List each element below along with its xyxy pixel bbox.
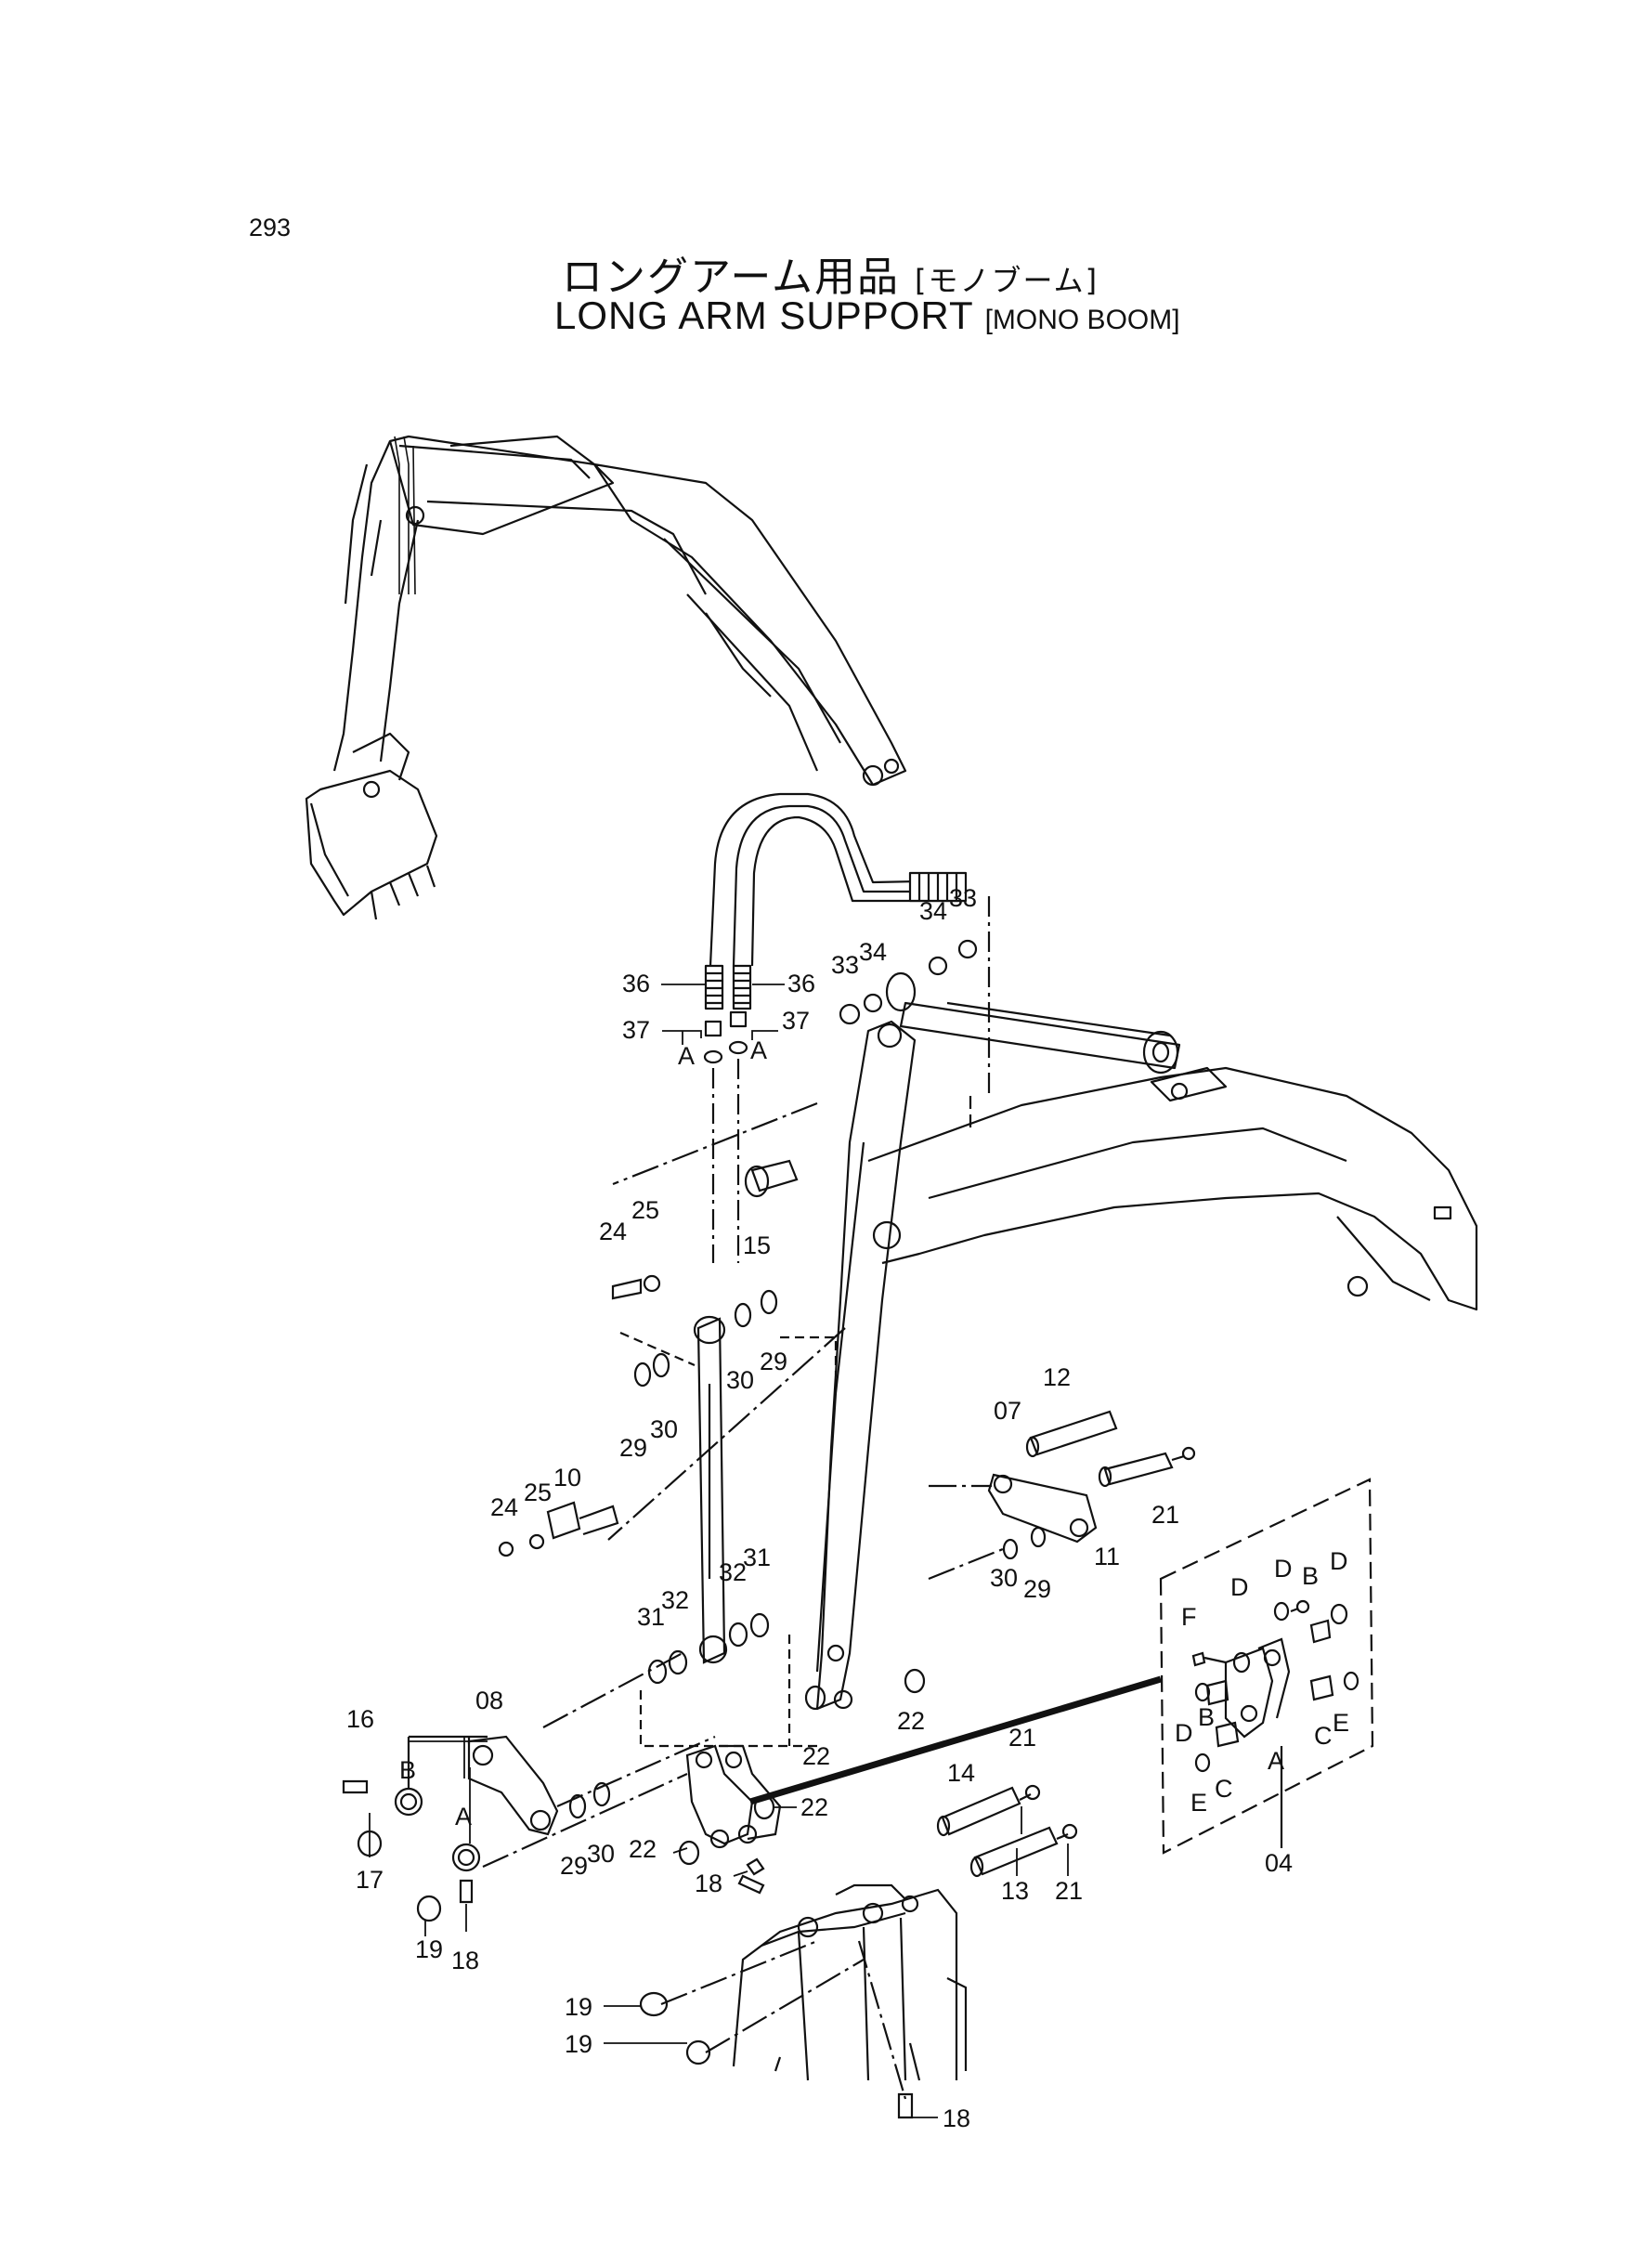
title-english: LONG ARM SUPPORT [MONO BOOM]: [554, 293, 1180, 338]
callout-E-2: E: [1190, 1789, 1207, 1817]
callout-19-b: 19: [565, 1993, 592, 2021]
callout-12: 12: [1043, 1363, 1071, 1391]
callout-36-left: 36: [622, 970, 650, 997]
callout-32-a: 32: [661, 1586, 689, 1614]
callout-D-2: D: [1274, 1555, 1293, 1583]
callout-24-b: 24: [490, 1493, 518, 1521]
callout-leaders: [369, 984, 1069, 2118]
callout-15: 15: [743, 1231, 771, 1259]
title-english-sub: [MONO BOOM]: [984, 305, 1180, 335]
title-japanese-main: ロングアーム用品: [562, 254, 901, 301]
callout-33-a: 33: [831, 951, 859, 979]
callout-A-right: A: [750, 1036, 767, 1064]
callout-30-c: 30: [990, 1564, 1018, 1592]
hose-and-cylinder-drawing: [703, 792, 1181, 1263]
overview-excavator-drawing: [305, 435, 907, 920]
callout-16: 16: [346, 1705, 374, 1733]
callout-21-c: 21: [1055, 1877, 1083, 1905]
callout-34-b: 34: [919, 897, 947, 925]
callout-B-left: B: [399, 1756, 416, 1784]
callout-29-d: 29: [560, 1852, 588, 1880]
callout-22-c: 22: [800, 1793, 828, 1821]
boom-and-arm-drawing: [815, 1020, 1478, 1711]
callout-C-2: C: [1215, 1775, 1233, 1803]
callout-31-a: 31: [637, 1603, 665, 1631]
callout-31-b: 31: [743, 1544, 771, 1571]
callout-F: F: [1181, 1603, 1197, 1631]
callout-21-b: 21: [1008, 1724, 1036, 1752]
callout-D-4: D: [1175, 1719, 1193, 1747]
callout-29-b: 29: [619, 1434, 647, 1462]
callout-B-2: B: [1302, 1562, 1319, 1590]
arm-cylinder-mount-drawing: [498, 1101, 846, 1748]
callout-22-d: 22: [629, 1835, 657, 1863]
callout-37-left: 37: [622, 1016, 650, 1044]
callout-32-b: 32: [719, 1558, 747, 1586]
callout-19-c: 19: [565, 2030, 592, 2058]
callout-17: 17: [356, 1866, 384, 1894]
callout-D-1: D: [1230, 1573, 1249, 1601]
callout-24-a: 24: [599, 1218, 627, 1245]
callout-08: 08: [475, 1687, 503, 1714]
callout-37-right: 37: [782, 1007, 810, 1035]
callout-22-a: 22: [897, 1707, 925, 1735]
callout-29-a: 29: [760, 1348, 787, 1375]
callout-30-a: 30: [726, 1366, 754, 1394]
title-english-main: LONG ARM SUPPORT: [554, 293, 973, 337]
callout-10: 10: [553, 1464, 581, 1492]
callout-A-detail: A: [1268, 1747, 1284, 1775]
callout-B-3: B: [1198, 1703, 1215, 1731]
callout-19-a: 19: [415, 1935, 443, 1963]
callout-18-c: 18: [943, 2104, 970, 2132]
callout-D-3: D: [1330, 1547, 1348, 1575]
callout-labels: 36 36 37 37 A A 33 34 34 33 24 25 15 30 …: [346, 884, 1349, 2132]
callout-A-left: A: [678, 1042, 695, 1070]
title-japanese-sub: [モノブーム]: [915, 263, 1099, 298]
callout-22-b: 22: [802, 1742, 830, 1770]
callout-11: 11: [1094, 1543, 1120, 1570]
title-japanese: ロングアーム用品 [モノブーム]: [562, 243, 1099, 303]
callout-A-lower: A: [455, 1803, 472, 1831]
callout-18-a: 18: [451, 1947, 479, 1974]
callout-21-a: 21: [1151, 1501, 1179, 1529]
detail-box-04: [1159, 1478, 1374, 1855]
callout-34-a: 34: [859, 938, 887, 966]
callout-04: 04: [1265, 1849, 1293, 1877]
callout-07: 07: [994, 1397, 1021, 1425]
callout-E-1: E: [1333, 1709, 1349, 1737]
callout-29-c: 29: [1023, 1575, 1051, 1603]
callout-36-right: 36: [787, 970, 815, 997]
callout-30-d: 30: [587, 1840, 615, 1868]
callout-18-b: 18: [695, 1870, 722, 1897]
link-07-drawing: [928, 1410, 1196, 1581]
central-link-04-drawing: [678, 1668, 1163, 1878]
callout-13: 13: [1001, 1877, 1029, 1905]
bucket-link-08-drawing: [342, 1652, 716, 1922]
callout-14: 14: [947, 1759, 975, 1787]
callout-33-b: 33: [949, 884, 977, 912]
callout-30-b: 30: [650, 1415, 678, 1443]
page-number: 293: [249, 214, 292, 241]
callout-C-1: C: [1314, 1722, 1333, 1750]
bucket-drawing: [639, 1874, 968, 2119]
callout-25-a: 25: [631, 1196, 659, 1224]
callout-25-b: 25: [524, 1479, 552, 1506]
